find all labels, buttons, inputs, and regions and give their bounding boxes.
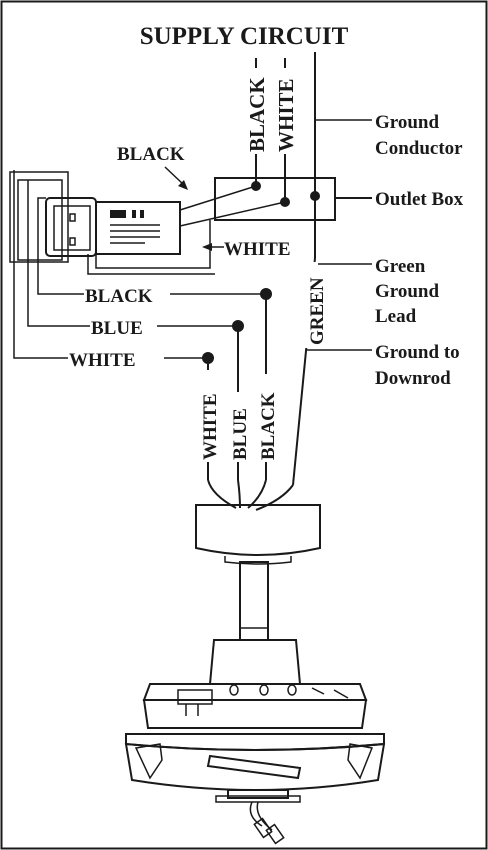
fan-switch-housing [215, 789, 301, 845]
fan-white-label: WHITE [200, 393, 221, 460]
left-black-label: BLACK [85, 286, 153, 307]
receiver-white-label: WHITE [224, 239, 291, 260]
fan-blade-housing [124, 733, 386, 791]
fan-black-label: BLACK [258, 392, 279, 460]
green-label: GREEN [307, 277, 328, 345]
left-white-label: WHITE [69, 350, 136, 371]
ground-downrod-label-1: Ground to [375, 342, 460, 363]
ground-downrod-label-2: Downrod [375, 368, 451, 389]
left-blue-label: BLUE [91, 318, 143, 339]
supply-white-label: WHITE [274, 78, 298, 152]
supply-black-label: BLACK [245, 77, 269, 152]
fan-canopy [195, 504, 321, 565]
ground-conductor-label-2: Conductor [375, 138, 463, 159]
fan-blue-label: BLUE [230, 408, 251, 460]
green-ground-label-3: Lead [375, 306, 417, 327]
ground-conductor-label-1: Ground [375, 112, 440, 133]
diagram-title: SUPPLY CIRCUIT [140, 23, 349, 50]
outlet-box-label: Outlet Box [375, 189, 464, 210]
green-ground-label-1: Green [375, 256, 426, 277]
receiver-black-label: BLACK [117, 144, 185, 165]
green-ground-label-2: Ground [375, 281, 440, 302]
remote-receiver [9, 171, 181, 263]
fan-motor [142, 639, 368, 729]
